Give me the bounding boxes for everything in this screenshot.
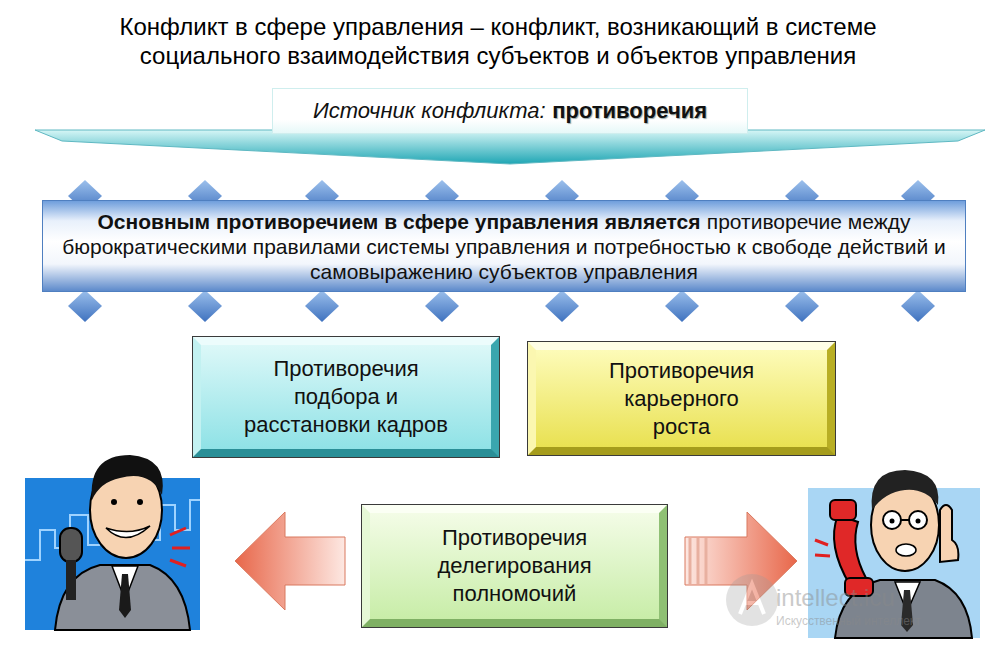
- box-label: Противоречия карьерного роста: [601, 357, 762, 441]
- watermark-subtext: Искусственный интеллект: [776, 614, 921, 628]
- contradiction-box: Противоречия подбора и расстановки кадро…: [193, 337, 499, 457]
- ribbon-heading: Основным противоречием в сфере управлени…: [97, 210, 700, 233]
- source-label: Источник конфликта:: [313, 98, 546, 123]
- watermark-text: intellect.icu: [776, 584, 895, 612]
- diamond: [425, 290, 459, 322]
- box-label: Противоречия подбора и расстановки кадро…: [241, 355, 451, 439]
- contradiction-box: Противоречия карьерного роста: [528, 342, 835, 455]
- diamond: [665, 290, 699, 322]
- caller-figure: [808, 470, 980, 638]
- diamond: [68, 290, 102, 322]
- banner-text: Источник конфликта:противоречия: [313, 98, 707, 124]
- diamond: [785, 290, 819, 322]
- diamond: [305, 290, 339, 322]
- source-value: противоречия: [552, 98, 707, 123]
- diagram-title: Конфликт в сфере управления – конфликт, …: [48, 12, 948, 70]
- arrow-stripes: [690, 538, 706, 584]
- left-arrow: [235, 512, 345, 610]
- contradiction-box: Противоречия делегирования полномочий: [362, 505, 667, 627]
- diamond: [545, 290, 579, 322]
- diamond: [188, 290, 222, 322]
- box-label: Противоречия делегирования полномочий: [425, 524, 604, 608]
- diamond: [901, 290, 935, 322]
- ribbon-text: Основным противоречием в сфере управлени…: [61, 209, 947, 284]
- source-banner: Источник конфликта:противоречия: [272, 88, 748, 134]
- main-contradiction-ribbon: Основным противоречием в сфере управлени…: [42, 200, 966, 292]
- banner-band: [35, 130, 985, 164]
- speaker-figure: [25, 455, 200, 630]
- watermark-logo: [726, 574, 778, 626]
